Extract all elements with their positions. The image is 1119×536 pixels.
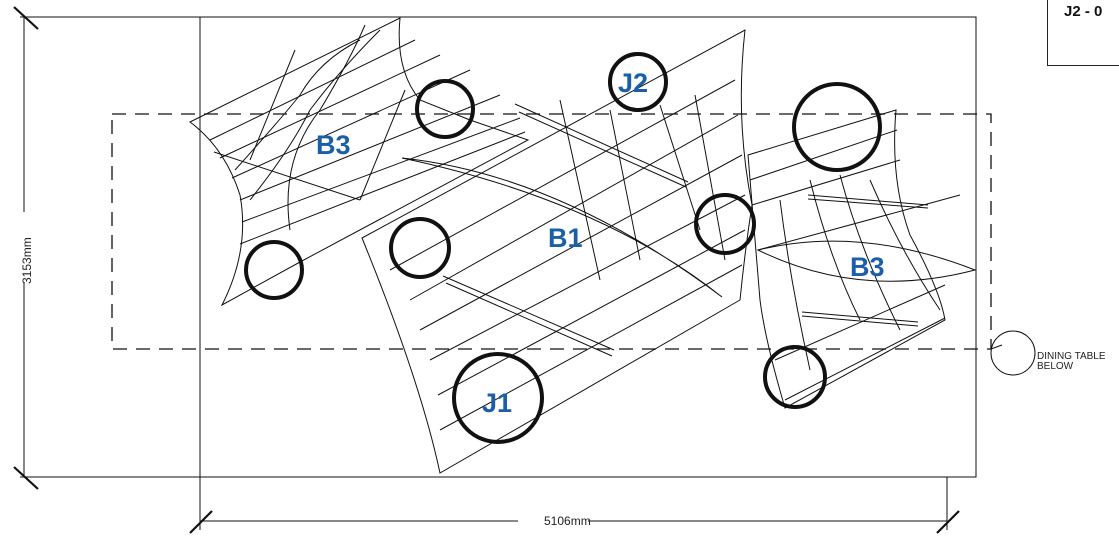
- pendant-lamps: [244, 52, 882, 444]
- title-block-text: J2 - 0: [1064, 3, 1103, 20]
- table-leader-line: [990, 344, 1003, 350]
- height-label-mask: [18, 212, 32, 282]
- canopy-linework: [189, 17, 977, 474]
- pendant-lamp: [763, 345, 827, 409]
- room-outline: [199, 16, 977, 478]
- zone-tag-b1: B1: [548, 223, 583, 253]
- height-dimension: [13, 6, 200, 490]
- table-marker-circle: [990, 330, 1036, 376]
- pendant-lamp: [452, 352, 544, 444]
- height-label: 3153mm: [20, 237, 34, 284]
- pendant-lamp: [608, 52, 668, 112]
- pendant-lamp: [389, 217, 451, 279]
- title-block: J2 - 0: [1047, 0, 1119, 66]
- zone-tag-b3-left: B3: [316, 130, 351, 160]
- zone-tag-b3-right: B3: [850, 252, 885, 282]
- pendant-lamp: [694, 193, 756, 255]
- annotation-line2: BELOW: [1037, 361, 1074, 372]
- zone-tag-j1: J1: [482, 388, 512, 418]
- dining-table-outline: [111, 113, 992, 350]
- pendant-lamp: [244, 240, 304, 300]
- width-label-mask: [518, 514, 588, 528]
- pendant-lamp: [415, 79, 475, 139]
- pendant-lamp: [792, 82, 882, 172]
- width-label: 5106mm: [544, 514, 591, 528]
- annotation-line1: DINING TABLE: [1037, 351, 1106, 362]
- zone-tag-j2: J2: [618, 68, 648, 98]
